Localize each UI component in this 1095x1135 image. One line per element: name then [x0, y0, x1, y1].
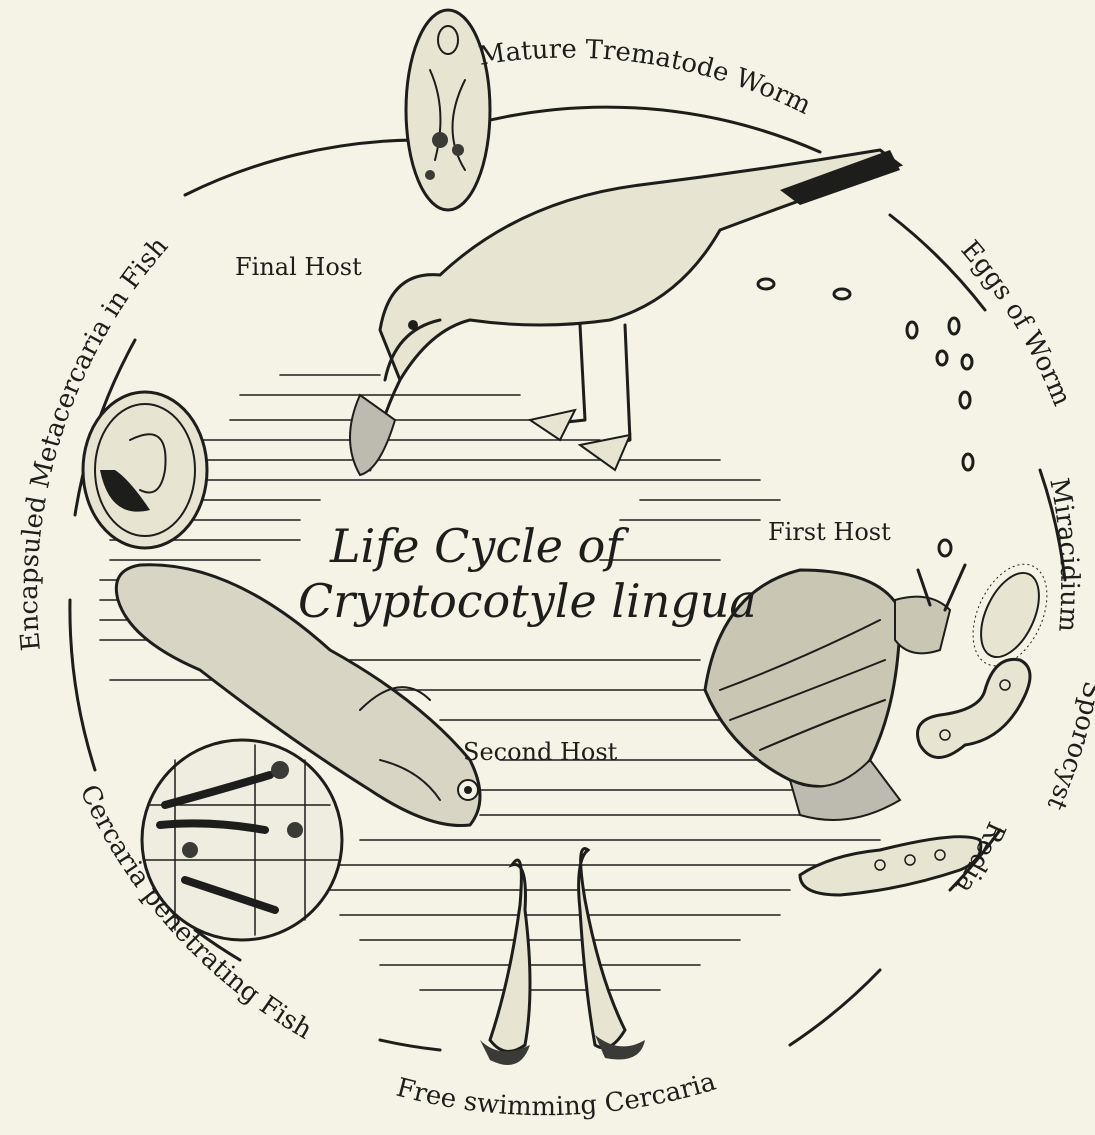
stage-label-sporocyst: Sporocyst	[1040, 679, 1095, 815]
stage-label-free-cercaria: Free swimming Cercaria	[393, 1067, 719, 1123]
metacercaria-cyst-icon	[83, 392, 207, 548]
eggs-icon	[758, 279, 973, 556]
cercaria-icon	[480, 849, 645, 1065]
diagram-title-line2: Cryptocotyle lingua	[298, 574, 757, 628]
stage-label-eggs: Eggs of Worm	[955, 235, 1077, 410]
final-host-label: Final Host	[235, 253, 362, 281]
mature-worm-icon	[406, 10, 490, 210]
sporocyst-icon	[918, 659, 1031, 757]
stage-label-miracidium: Miracidium	[1043, 476, 1084, 633]
first-host-label: First Host	[768, 518, 891, 546]
second-host-label: Second Host	[463, 738, 618, 766]
diagram-title-line1: Life Cycle of	[329, 519, 629, 573]
